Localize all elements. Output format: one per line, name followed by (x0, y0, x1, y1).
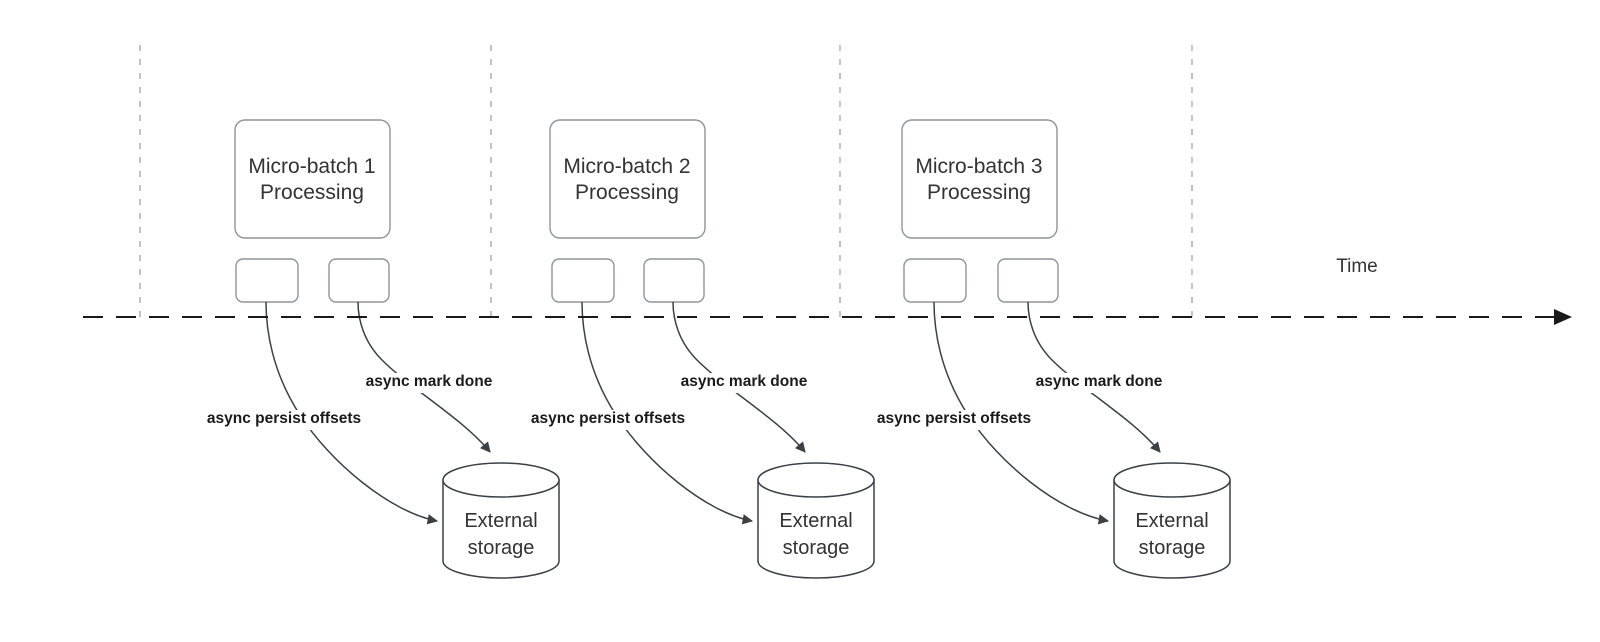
mark-done-label-3: async mark done (1036, 373, 1163, 390)
micro-batch-2-label-line2: Processing (575, 181, 679, 204)
micro-batch-1-label-line1: Micro-batch 1 (248, 155, 375, 178)
external-storage-3[interactable]: External storage (1113, 462, 1231, 579)
micro-batch-1-label-line2: Processing (260, 181, 364, 204)
mark-done-label-bg-2 (672, 373, 816, 393)
micro-batch-3-label-line1: Micro-batch 3 (915, 155, 1042, 178)
mark-done-label-2: async mark done (681, 373, 808, 390)
external-storage-3-body (1113, 479, 1231, 579)
mark-done-label-bg-1 (357, 373, 501, 393)
external-storage-3-label-line1: External (1135, 510, 1208, 532)
micro-batch-2-group: Micro-batch 2 Processing async mark done… (520, 119, 875, 579)
persist-offsets-label-bg-1 (196, 410, 373, 430)
mb1-slot-b-box[interactable] (328, 258, 390, 303)
micro-batch-3-group: Micro-batch 3 Processing async mark done… (866, 119, 1231, 579)
micro-batch-2-box[interactable] (549, 119, 706, 239)
micro-batch-1-group: Micro-batch 1 Processing async mark done… (196, 119, 560, 579)
mb2-slot-a-box[interactable] (551, 258, 615, 303)
micro-batch-3-label-line2: Processing (927, 181, 1031, 204)
micro-batch-3-box[interactable] (901, 119, 1058, 239)
persist-offsets-label-2: async persist offsets (531, 410, 685, 427)
mark-done-label-1: async mark done (366, 373, 493, 390)
external-storage-3-label-line2: storage (1139, 537, 1206, 559)
external-storage-2[interactable]: External storage (757, 462, 875, 579)
mark-done-curve-3 (1027, 301, 1161, 453)
mb2-slot-b-box[interactable] (643, 258, 705, 303)
external-storage-1-label-line2: storage (468, 537, 535, 559)
micro-batch-1-box[interactable] (234, 119, 391, 239)
mb3-slot-b-box[interactable] (997, 258, 1059, 303)
time-axis-arrowhead (1554, 309, 1572, 325)
persist-offsets-label-bg-2 (520, 410, 697, 430)
mark-done-curve-2 (672, 301, 806, 453)
external-storage-2-body (757, 479, 875, 579)
external-storage-1-top (442, 462, 560, 498)
external-storage-2-top (757, 462, 875, 498)
tick-lines-group (139, 45, 1193, 318)
external-storage-1-body (442, 479, 560, 579)
external-storage-2-label-line2: storage (783, 537, 850, 559)
mb1-slot-a-box[interactable] (235, 258, 299, 303)
mark-done-label-bg-3 (1027, 373, 1171, 393)
time-axis-label: Time (1336, 256, 1378, 277)
mb3-slot-a-box[interactable] (903, 258, 967, 303)
persist-offsets-label-1: async persist offsets (207, 410, 361, 427)
persist-offsets-label-bg-3 (866, 410, 1043, 430)
external-storage-1[interactable]: External storage (442, 462, 560, 579)
persist-offsets-label-3: async persist offsets (877, 410, 1031, 427)
external-storage-3-top (1113, 462, 1231, 498)
micro-batch-2-label-line1: Micro-batch 2 (563, 155, 690, 178)
external-storage-1-label-line1: External (464, 510, 537, 532)
external-storage-2-label-line1: External (779, 510, 852, 532)
mark-done-curve-1 (357, 301, 491, 453)
time-axis-group: Time (83, 256, 1572, 325)
